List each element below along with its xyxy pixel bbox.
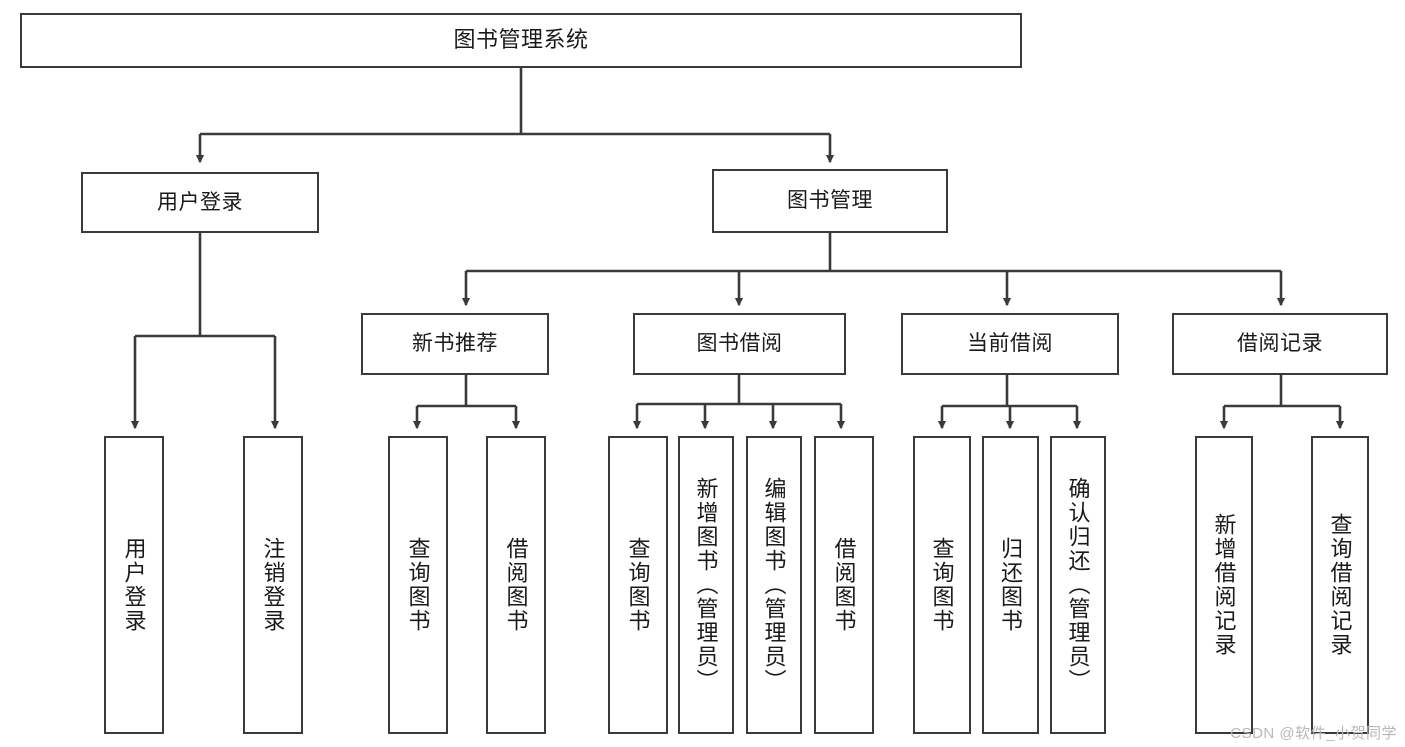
node-leaf-confirm-return-label: 确认归还（管理员）	[1065, 477, 1091, 693]
node-root-system[interactable]: 图书管理系统	[20, 13, 1022, 68]
node-leaf-return-book[interactable]: 归还图书	[982, 436, 1039, 734]
node-leaf-query-book-3[interactable]: 查询图书	[913, 436, 971, 734]
node-leaf-edit-book-label: 编辑图书（管理员）	[761, 477, 787, 693]
node-user-login[interactable]: 用户登录	[81, 172, 319, 233]
node-new-book-recommend[interactable]: 新书推荐	[361, 313, 549, 375]
node-leaf-borrow-book-2[interactable]: 借阅图书	[814, 436, 874, 734]
node-leaf-query-book-3-label: 查询图书	[929, 537, 955, 633]
node-leaf-edit-book[interactable]: 编辑图书（管理员）	[746, 436, 802, 734]
node-leaf-user-login[interactable]: 用户登录	[104, 436, 164, 734]
node-leaf-borrow-book-1-label: 借阅图书	[503, 537, 529, 633]
node-new-book-recommend-label: 新书推荐	[412, 332, 498, 356]
node-book-manage-label: 图书管理	[787, 189, 873, 213]
node-leaf-add-book-label: 新增图书（管理员）	[693, 477, 719, 693]
node-leaf-borrow-book-2-label: 借阅图书	[831, 537, 857, 633]
node-leaf-confirm-return[interactable]: 确认归还（管理员）	[1050, 436, 1106, 734]
node-leaf-logout-login-label: 注销登录	[260, 537, 286, 633]
node-leaf-query-book-2[interactable]: 查询图书	[608, 436, 668, 734]
node-current-borrow[interactable]: 当前借阅	[901, 313, 1119, 375]
node-book-borrow-label: 图书借阅	[696, 332, 783, 356]
node-leaf-add-record-label: 新增借阅记录	[1211, 513, 1237, 657]
node-leaf-query-book-1-label: 查询图书	[405, 537, 431, 633]
node-borrow-record[interactable]: 借阅记录	[1172, 313, 1388, 375]
node-leaf-query-record[interactable]: 查询借阅记录	[1311, 436, 1369, 734]
node-current-borrow-label: 当前借阅	[967, 332, 1053, 356]
node-book-manage[interactable]: 图书管理	[712, 169, 948, 233]
node-leaf-borrow-book-1[interactable]: 借阅图书	[486, 436, 546, 734]
node-leaf-query-book-1[interactable]: 查询图书	[388, 436, 448, 734]
csdn-watermark: CSDN @软件_小贺同学	[1230, 725, 1397, 742]
node-borrow-record-label: 借阅记录	[1237, 332, 1323, 356]
node-leaf-query-book-2-label: 查询图书	[625, 537, 651, 633]
node-leaf-add-book[interactable]: 新增图书（管理员）	[678, 436, 734, 734]
node-leaf-logout-login[interactable]: 注销登录	[243, 436, 303, 734]
node-user-login-label: 用户登录	[157, 190, 243, 214]
node-root-system-label: 图书管理系统	[453, 27, 589, 53]
node-leaf-user-login-label: 用户登录	[121, 537, 147, 633]
node-leaf-query-record-label: 查询借阅记录	[1327, 513, 1353, 657]
node-leaf-return-book-label: 归还图书	[998, 537, 1024, 633]
node-leaf-add-record[interactable]: 新增借阅记录	[1195, 436, 1253, 734]
node-book-borrow[interactable]: 图书借阅	[633, 313, 846, 375]
